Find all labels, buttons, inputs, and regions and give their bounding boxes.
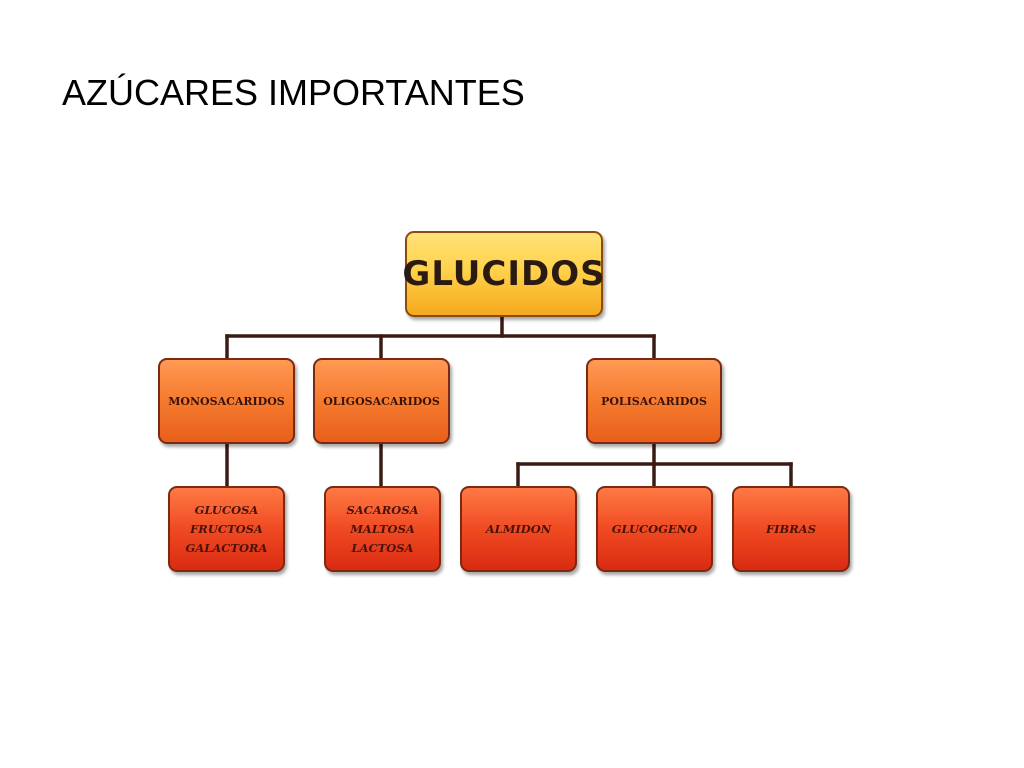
node-glucogeno: GLUCOGENO [596, 486, 713, 572]
node-polisacaridos-label: POLISACARIDOS [601, 394, 707, 408]
node-oligosacaridos-label: OLIGOSACARIDOS [323, 394, 440, 408]
leaf-line-lactosa: LACTOSA [351, 540, 414, 555]
node-oligosacaridos: OLIGOSACARIDOS [313, 358, 450, 444]
leaf-line-glucosa: GLUCOSA [194, 502, 259, 517]
leaf-line-sacarosa: SACAROSA [346, 502, 419, 517]
node-oligosacaridos-examples: SACAROSA MALTOSA LACTOSA [324, 486, 441, 572]
leaf-line-almidon: ALMIDON [485, 521, 552, 536]
node-polisacaridos: POLISACARIDOS [586, 358, 722, 444]
node-fibras: FIBRAS [732, 486, 850, 572]
node-monosacaridos: MONOSACARIDOS [158, 358, 295, 444]
leaf-line-fibras: FIBRAS [765, 521, 817, 536]
node-monosacaridos-examples: GLUCOSA FRUCTOSA GALACTORA [168, 486, 285, 572]
node-glucidos-label: GLUCIDOS [402, 254, 606, 294]
leaf-line-fructosa: FRUCTOSA [190, 521, 263, 536]
node-monosacaridos-label: MONOSACARIDOS [168, 394, 285, 408]
node-glucidos: GLUCIDOS [402, 231, 606, 317]
leaf-line-glucogeno: GLUCOGENO [611, 521, 698, 536]
leaf-line-maltosa: MALTOSA [350, 521, 415, 536]
slide-title: AZÚCARES IMPORTANTES [62, 72, 525, 113]
leaf-line-galactora: GALACTORA [185, 540, 268, 555]
node-almidon: ALMIDON [460, 486, 577, 572]
